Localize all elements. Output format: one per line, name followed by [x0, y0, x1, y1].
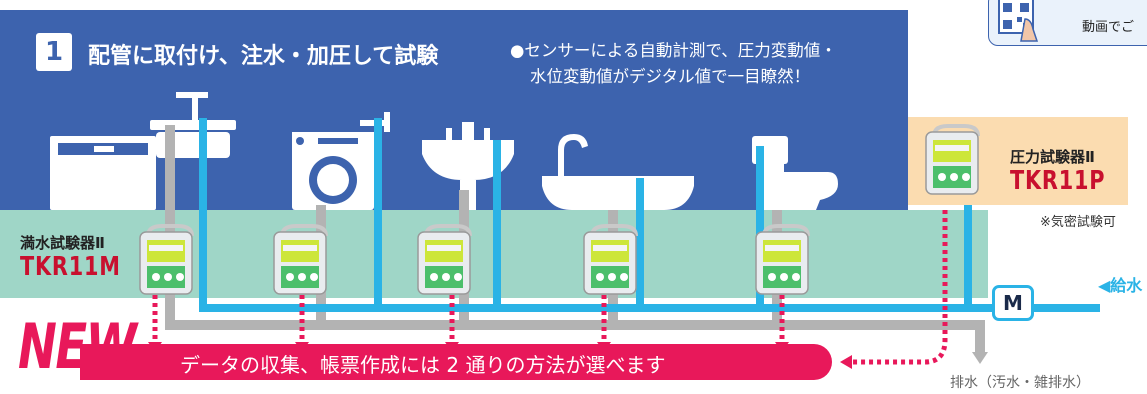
- washing-machine-icon: [292, 112, 390, 210]
- qr-video-text: 動画でご: [1082, 20, 1135, 35]
- fullwater-tester-model: TKR11M: [20, 252, 121, 282]
- airtight-test-note: ※気密試験可: [1040, 215, 1116, 230]
- qr-video-box[interactable]: [988, 0, 1147, 46]
- drain-label: 排水（汚水・雑排水）: [950, 375, 1090, 391]
- data-lines: [152, 210, 948, 365]
- qr-code-icon: [998, 0, 1039, 42]
- supply-label: ◀給水: [1098, 276, 1143, 295]
- fullwater-tester-device: [272, 224, 328, 296]
- supply-pipes: [199, 118, 1100, 312]
- fullwater-tester-device: [138, 224, 194, 296]
- section-number-badge: 1: [36, 33, 72, 71]
- pressure-tester-label: 圧力試験器Ⅱ: [1010, 148, 1095, 166]
- drain-arrow-icon: [972, 352, 988, 364]
- washbasin-icon: [422, 122, 514, 210]
- bathtub-icon: [542, 134, 694, 210]
- section-title: 配管に取付け、注水・加圧して試験: [88, 44, 439, 69]
- pressure-tester-model: TKR11P: [1010, 166, 1106, 196]
- sensor-note-line-1: ●センサーによる自動計測で、圧力変動値・: [510, 41, 837, 60]
- pressure-tester-device: [924, 124, 980, 196]
- water-meter-icon: M: [992, 285, 1034, 321]
- fullwater-tester-label: 満水試験器Ⅱ: [20, 234, 105, 252]
- toilet-icon: [752, 136, 838, 210]
- data-collection-bar: [80, 344, 832, 380]
- sensor-note-line-2: 水位変動値がデジタル値で一目瞭然！: [530, 67, 811, 86]
- new-badge: NEW: [18, 310, 137, 383]
- sensor-note: ●センサーによる自動計測で、圧力変動値・ 水位変動値がデジタル値で一目瞭然！: [510, 38, 837, 90]
- fullwater-tester-device: [416, 224, 472, 296]
- data-collection-text: データの収集、帳票作成には 2 通りの方法が選べます: [180, 353, 666, 377]
- fullwater-tester-device: [754, 224, 810, 296]
- dishwasher-icon: [50, 92, 236, 210]
- fullwater-tester-device: [582, 224, 638, 296]
